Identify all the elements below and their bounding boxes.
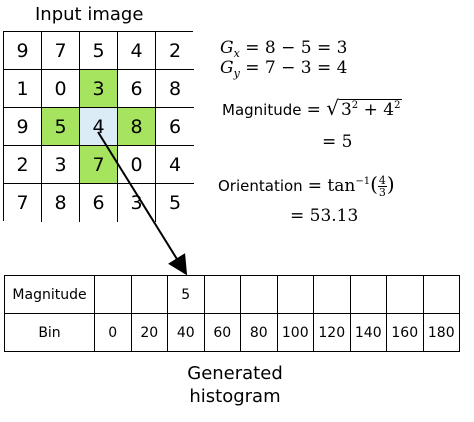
grid-cell: 8	[118, 108, 156, 146]
orientation-result: = 53.13	[290, 206, 359, 226]
sqrt-term-b: 4	[383, 100, 395, 120]
grid-cell: 9	[4, 32, 42, 70]
sqrt-term-a: 3	[340, 100, 352, 120]
grid-cell: 7	[42, 32, 80, 70]
gx-var: G	[220, 38, 234, 58]
gy-formula: Gy = 7 − 3 = 4	[220, 58, 348, 80]
grid-cell: 2	[4, 146, 42, 184]
gy-sub: y	[233, 67, 240, 80]
caption-line-1: Generated	[187, 363, 283, 384]
bin-cell: 140	[349, 313, 387, 352]
grid-cell: 0	[118, 146, 156, 184]
grid-cell: 3	[80, 70, 118, 108]
gy-expression: = 7 − 3 = 4	[245, 58, 348, 78]
bin-cell: 0	[94, 313, 132, 352]
grid-cell: 6	[80, 184, 118, 222]
magnitude-cell	[130, 275, 168, 314]
bin-cell: 160	[386, 313, 424, 352]
magnitude-cell	[313, 275, 351, 314]
bin-row-label: Bin	[4, 313, 95, 352]
magnitude-row-label: Magnitude	[4, 275, 95, 314]
fraction-numerator: 4	[377, 174, 387, 187]
grid-cell: 3	[118, 184, 156, 222]
bin-cell: 80	[240, 313, 278, 352]
gx-formula: Gx = 8 − 5 = 3	[220, 38, 348, 60]
bin-cell: 120	[313, 313, 351, 352]
magnitude-cell	[240, 275, 278, 314]
input-image-title: Input image	[35, 4, 144, 25]
grid-cell: 8	[156, 70, 194, 108]
orientation-label: Orientation	[218, 177, 303, 195]
grid-cell: 4	[80, 108, 118, 146]
grid-cell: 4	[118, 32, 156, 70]
grid-cell: 6	[156, 108, 194, 146]
bin-cell: 180	[422, 313, 460, 352]
grid-cell: 5	[42, 108, 80, 146]
magnitude-label: Magnitude	[222, 101, 302, 119]
magnitude-cell	[94, 275, 132, 314]
grid-cell: 6	[118, 70, 156, 108]
magnitude-cell	[422, 275, 460, 314]
magnitude-eq: =	[306, 100, 327, 120]
grid-cell: 8	[42, 184, 80, 222]
grid-cell: 5	[156, 184, 194, 222]
histogram-magnitude-row: Magnitude 5	[4, 275, 460, 314]
grid-cell: 3	[42, 146, 80, 184]
magnitude-cell: 5	[167, 275, 205, 314]
grid-cell: 4	[156, 146, 194, 184]
bin-cell: 20	[130, 313, 168, 352]
grid-cell: 0	[42, 70, 80, 108]
magnitude-cell	[276, 275, 314, 314]
bin-cell: 60	[203, 313, 241, 352]
grid-cell: 7	[4, 184, 42, 222]
orientation-func: = tan	[307, 176, 356, 196]
grid-cell: 5	[80, 32, 118, 70]
bin-cell: 100	[276, 313, 314, 352]
grid-cell: 2	[156, 32, 194, 70]
caption-line-2: histogram	[189, 386, 281, 407]
bin-cell: 40	[167, 313, 205, 352]
histogram-caption: Generated histogram	[175, 362, 295, 408]
gx-sub: x	[233, 47, 240, 60]
sqrt-expression: √32 + 42	[326, 96, 403, 120]
fraction-denominator: 3	[378, 186, 386, 199]
grid-cell: 1	[4, 70, 42, 108]
magnitude-result: = 5	[322, 132, 353, 152]
gy-var: G	[220, 58, 234, 78]
arrow-line	[97, 131, 188, 276]
magnitude-cell	[349, 275, 387, 314]
grid-cell: 9	[4, 108, 42, 146]
magnitude-cell	[386, 275, 424, 314]
magnitude-formula: Magnitude = √32 + 42	[222, 96, 403, 120]
magnitude-cell	[203, 275, 241, 314]
orientation-sup: −1	[355, 176, 371, 187]
gx-expression: = 8 − 5 = 3	[245, 38, 348, 58]
